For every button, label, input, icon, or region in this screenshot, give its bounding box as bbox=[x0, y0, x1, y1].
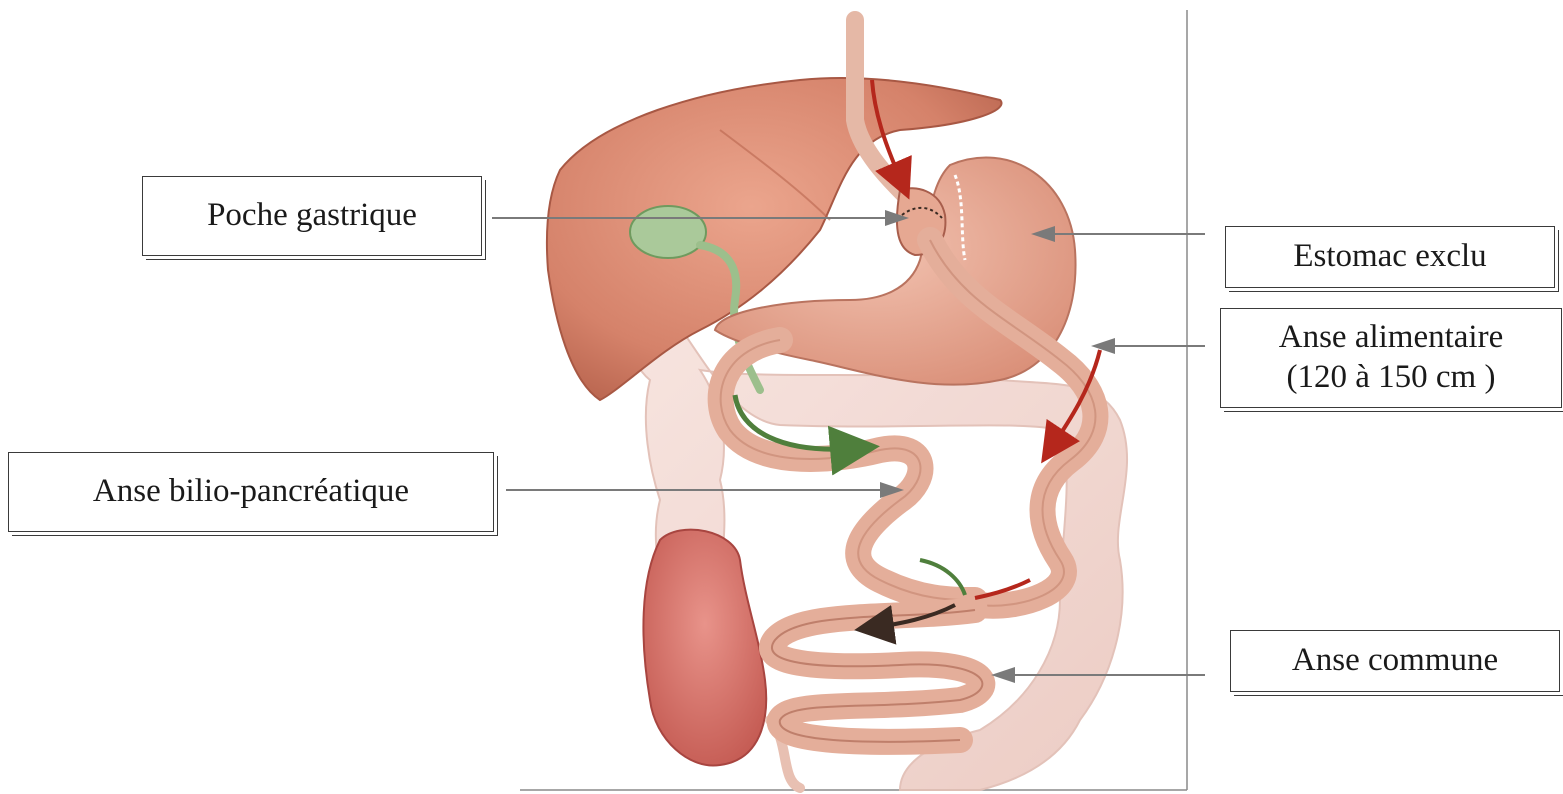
label-anse-alimentaire-text: Anse alimentaire bbox=[1279, 318, 1504, 358]
label-anse-commune: Anse commune bbox=[1230, 630, 1560, 692]
label-anse-alimentaire: Anse alimentaire (120 à 150 cm ) bbox=[1220, 308, 1562, 408]
label-anse-bilio-pancreatique-text: Anse bilio-pancréatique bbox=[93, 472, 409, 512]
label-estomac-exclu: Estomac exclu bbox=[1225, 226, 1555, 288]
label-estomac-exclu-text: Estomac exclu bbox=[1293, 237, 1486, 277]
label-anse-alimentaire-length: (120 à 150 cm ) bbox=[1287, 358, 1496, 398]
label-poche-gastrique-text: Poche gastrique bbox=[207, 196, 417, 236]
label-poche-gastrique: Poche gastrique bbox=[142, 176, 482, 256]
common-limb bbox=[772, 610, 982, 742]
label-anse-bilio-pancreatique: Anse bilio-pancréatique bbox=[8, 452, 494, 532]
label-anse-commune-text: Anse commune bbox=[1292, 641, 1498, 681]
